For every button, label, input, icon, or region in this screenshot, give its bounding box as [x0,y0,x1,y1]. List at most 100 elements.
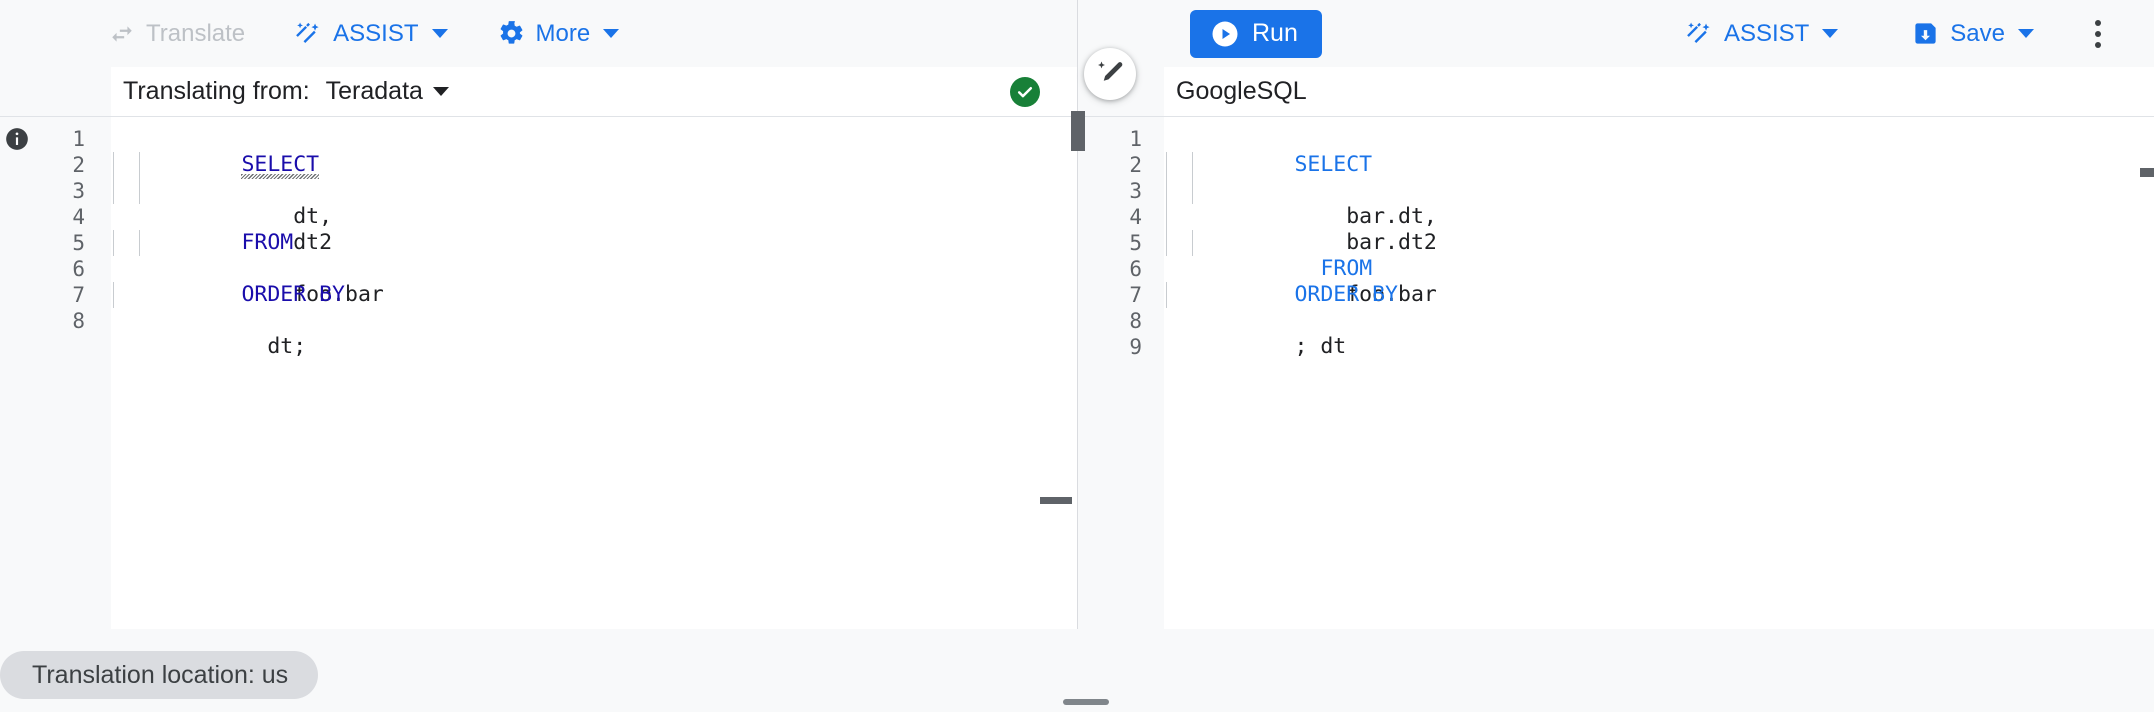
line-number: 8 [1129,309,1142,333]
check-circle-icon [1010,76,1040,107]
sql-keyword: FROM [241,230,294,255]
translation-location-label: Translation location: us [32,660,289,689]
assist-fab-button[interactable] [1084,48,1136,100]
code-text: dt, [241,204,333,229]
line-number: 4 [72,205,85,229]
sql-keyword: FROM [1320,256,1373,281]
code-text: bar.dt, [1294,204,1437,229]
source-editor[interactable]: 1 2 3 4 5 6 7 8 SELECT dt, [0,117,1077,629]
target-pane: GoogleSQL 1 2 3 4 5 6 7 8 9 SELECT [1078,67,2154,629]
run-button[interactable]: Run [1190,9,1322,58]
target-vertical-scrollbar[interactable] [2140,168,2154,177]
more-vert-icon[interactable] [2072,8,2124,60]
code-text: dt; [241,334,307,359]
line-number: 3 [1129,179,1142,203]
target-pane-header: GoogleSQL [1078,67,2154,117]
gear-icon [498,20,525,47]
line-number: 1 [1129,127,1142,151]
translate-label: Translate [146,19,246,47]
code-line: dt; [112,282,1077,359]
source-dialect-select[interactable]: Teradata [326,77,449,106]
info-icon[interactable] [4,126,30,152]
code-line: foo.bar [112,230,1077,307]
source-code-area[interactable]: SELECT dt, dt2 FROM foo.bar [111,117,1077,629]
assist-button-left[interactable]: ASSIST [281,11,461,57]
line-number: 6 [1129,257,1142,281]
source-pane-header: Translating from: Teradata [0,67,1077,117]
code-line: SELECT [112,126,1077,179]
source-gutter: 1 2 3 4 5 6 7 8 [0,117,111,629]
translating-from-label: Translating from: [123,77,310,105]
code-text: foo.bar [1294,282,1437,307]
more-button[interactable]: More [484,11,634,57]
line-number: 5 [72,231,85,255]
translate-icon [109,21,135,47]
translation-location-chip: Translation location: us [0,651,319,699]
target-code-area[interactable]: SELECT bar.dt, bar.dt2 FROM foo. [1164,117,2154,629]
code-text: ; [1294,334,1308,359]
sql-keyword: ORDER BY [241,282,346,307]
code-line: dt2 [112,178,1077,255]
line-number: 7 [72,283,85,307]
target-editor[interactable]: 1 2 3 4 5 6 7 8 9 SELECT bar.dt, [1078,117,2154,629]
play-icon [1210,19,1240,49]
code-line: FROM [112,204,1077,255]
save-button[interactable]: Save [1898,11,2048,57]
bottom-resize-handle[interactable] [1063,699,1109,705]
code-line: ORDER BY [112,256,1077,307]
line-number: 4 [1129,205,1142,229]
target-gutter: 1 2 3 4 5 6 7 8 9 [1078,117,1164,629]
source-horizontal-scrollbar[interactable] [1040,497,1072,504]
line-number: 3 [72,179,85,203]
code-line: dt [1165,282,2154,359]
sql-keyword: SELECT [1294,152,1373,177]
line-number: 9 [1129,335,1142,359]
chevron-down-icon [603,29,620,38]
sql-keyword: ORDER BY [1294,282,1399,307]
assist-wand-icon [1686,20,1713,47]
footer-bar: Translation location: us [0,629,2154,712]
splitter-drag-handle[interactable] [1071,111,1085,151]
toolbar-left-group: Translate ASSIST More [0,0,1078,67]
run-label: Run [1252,19,1298,47]
line-number: 2 [72,153,85,177]
target-dialect-value: GoogleSQL [1176,77,1307,105]
line-number: 2 [1129,153,1142,177]
assist-wand-icon [295,20,322,47]
line-number: 6 [72,257,85,281]
toolbar-right-group: Run ASSIST Save [1078,0,2154,67]
code-line: FROM [1165,204,2154,281]
assist-button-right[interactable]: ASSIST [1672,11,1852,57]
chevron-down-icon [1822,29,1839,38]
line-number: 5 [1129,231,1142,255]
line-number: 8 [72,309,85,333]
assist-label-right: ASSIST [1723,19,1810,47]
chevron-down-icon [432,87,449,96]
code-line: SELECT [1165,126,2154,177]
top-toolbar: Translate ASSIST More [0,0,2154,67]
code-text: bar.dt2 [1294,230,1437,255]
chevron-down-icon [2018,29,2034,38]
line-number: 1 [72,127,85,151]
code-line [1165,334,2154,360]
assist-label-left: ASSIST [333,19,419,47]
editor-panes: Translating from: Teradata [0,67,2154,629]
sql-keyword: SELECT [241,152,320,177]
more-label: More [535,19,591,47]
code-line: ORDER BY [1165,256,2154,307]
code-line: foo.bar [1165,230,2154,307]
target-dialect-row: GoogleSQL [1164,77,1307,106]
source-header-gutter [0,67,111,116]
code-text: dt2 [241,230,333,255]
code-line: dt, [112,152,1077,229]
save-disk-icon [1912,20,1939,47]
chevron-down-icon [431,29,448,38]
translating-from-row: Translating from: Teradata [111,77,449,106]
line-number: 7 [1129,283,1142,307]
translate-button[interactable]: Translate [95,11,259,57]
code-line [112,308,1077,334]
source-pane: Translating from: Teradata [0,67,1085,629]
pane-splitter[interactable] [1071,67,1085,629]
code-line: bar.dt, [1165,152,2154,229]
save-label: Save [1950,19,2005,47]
